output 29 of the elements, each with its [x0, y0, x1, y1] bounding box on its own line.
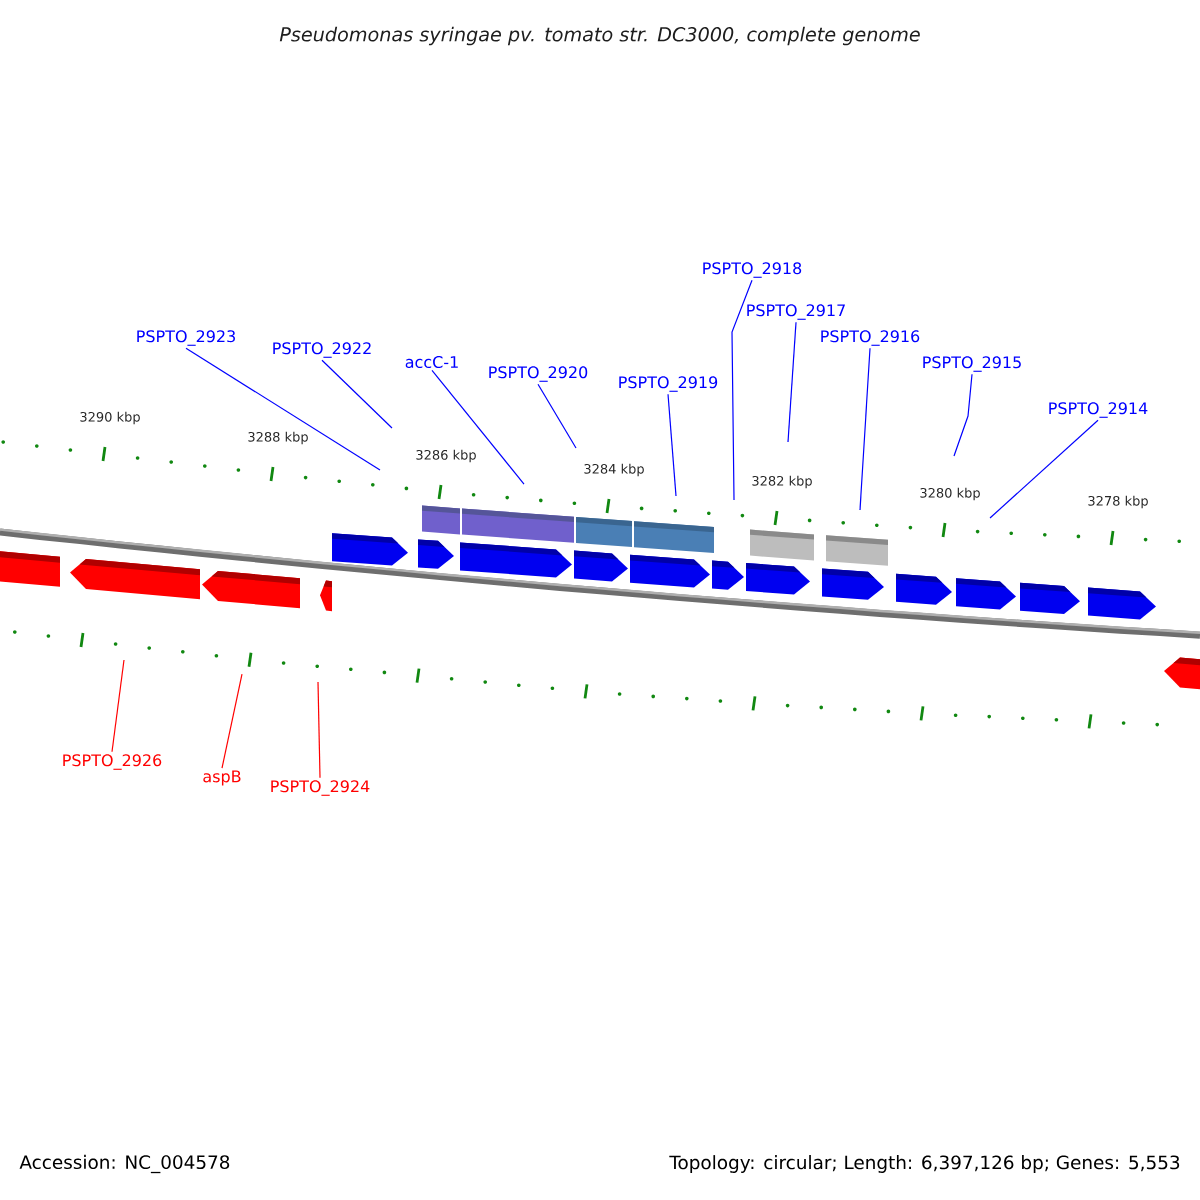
leader-line: [431, 369, 525, 485]
leader-line: [317, 681, 321, 779]
leader-line: [953, 373, 973, 457]
accession-text: Accession: NC_004578: [19, 1154, 230, 1174]
gene-label: PSPTO_2917: [747, 304, 845, 320]
gene-label: PSPTO_2922: [273, 342, 371, 358]
leader-line: [731, 279, 753, 501]
leader-line: [667, 393, 677, 497]
gene-label: PSPTO_2914: [1049, 402, 1148, 418]
title: Pseudomonas syringae pv. tomato str. DC3000, complete genome: [279, 26, 920, 46]
gene-label: PSPTO_2915: [923, 356, 1021, 372]
gene-label: PSPTO_2918: [703, 262, 802, 278]
leader-line: [321, 359, 393, 429]
gene-label: PSPTO_2920: [489, 366, 588, 382]
leader-line: [221, 673, 243, 769]
leader-line: [111, 659, 125, 753]
leader-line: [185, 347, 381, 471]
gene-label: PSPTO_2919: [619, 376, 718, 392]
leader-line: [787, 321, 797, 443]
gene-label: PSPTO_2924: [271, 780, 370, 796]
gene-label: PSPTO_2916: [821, 330, 920, 346]
leader-line: [537, 383, 577, 449]
leader-line: [859, 347, 871, 511]
gene-label: PSPTO_2926: [63, 754, 162, 770]
leader-line: [989, 419, 1099, 519]
genome-summary-text: Topology: circular; Length: 6,397,126 bp; Genes: 5,553: [669, 1155, 1180, 1173]
gene-label: accC-1: [405, 355, 458, 369]
gene-label: aspB: [203, 770, 241, 786]
gene-label: PSPTO_2923: [137, 330, 235, 346]
